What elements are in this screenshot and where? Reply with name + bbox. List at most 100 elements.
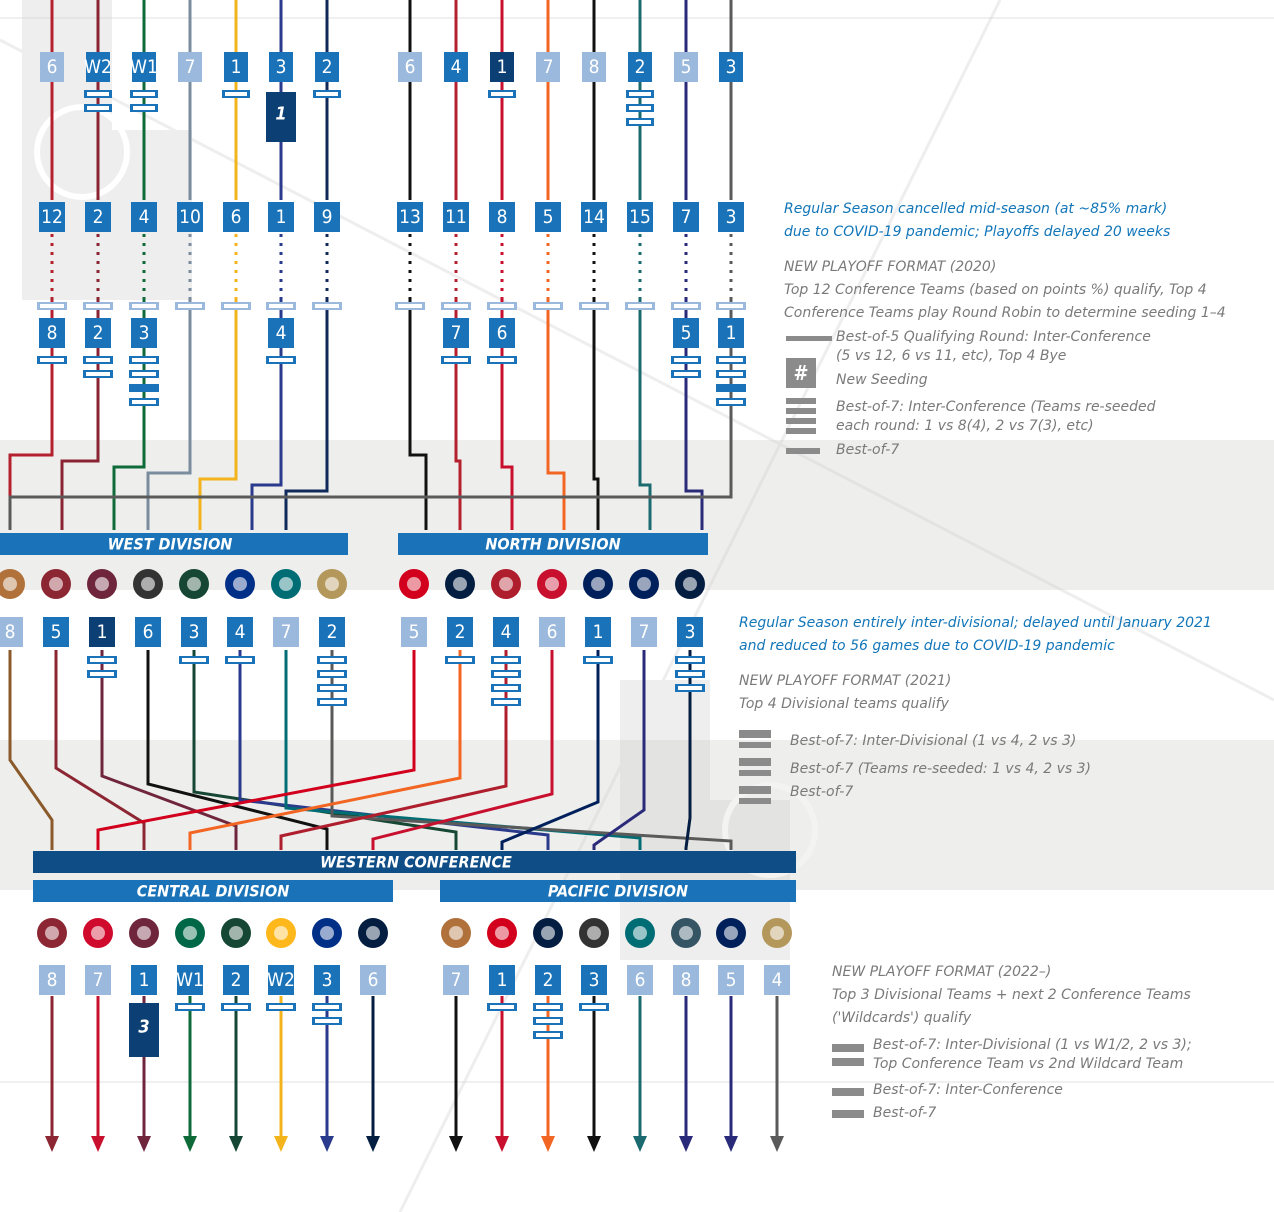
- coyotes-logo-detail: [45, 926, 59, 940]
- pacific22-seed-box: [443, 965, 469, 995]
- kraken-logo-detail: [679, 926, 693, 940]
- reseed-box: [718, 318, 744, 348]
- reseed-bar-inner: [224, 304, 248, 308]
- sharks-logo-detail: [633, 926, 647, 940]
- reseed-bar-inner: [132, 304, 156, 308]
- seed-label-2020: 2: [322, 56, 333, 78]
- legend-2022-bar: [832, 1110, 864, 1118]
- note-2020-blue-line2: due to COVID-19 pandemic; Playoffs delay…: [784, 224, 1171, 240]
- reseed-bar-inner: [398, 304, 422, 308]
- series-bar-inner: [444, 358, 468, 362]
- predators-logo: [266, 918, 296, 948]
- north21-seed-label: 5: [409, 621, 420, 643]
- jets-logo-detail: [366, 926, 380, 940]
- seed-box-2020: [132, 52, 156, 82]
- team-line-2020-cross: [8, 300, 733, 530]
- canucks-logo: [716, 918, 746, 948]
- reseed-box: [489, 318, 515, 348]
- series-bar-inner: [224, 1005, 248, 1009]
- team-line-2020-cross: [284, 300, 329, 530]
- central22-seed-box: [131, 965, 157, 995]
- note-2020-desc1: Top 12 Conference Teams (based on points…: [784, 282, 1207, 298]
- legend-2021-bar: [739, 742, 771, 748]
- kraken-logo: [671, 918, 701, 948]
- seed-box-2020: [674, 52, 698, 82]
- series-bar-inner: [678, 672, 702, 676]
- note-2020-title: NEW PLAYOFF FORMAT (2020): [784, 259, 997, 275]
- series-bar-inner: [536, 1005, 560, 1009]
- west21-seed-box: [319, 617, 345, 647]
- jets-logo: [358, 918, 388, 948]
- flames-logo-detail: [407, 577, 421, 591]
- seed-box-2020: [628, 52, 652, 82]
- central22-seed-box: [223, 965, 249, 995]
- arrowhead: [91, 1136, 105, 1152]
- seed-box-2020: [86, 52, 110, 82]
- rank-box-2020: [85, 202, 111, 232]
- team-line-2021: [96, 650, 416, 850]
- series-bar-inner: [132, 400, 156, 404]
- north21-seed-label: 6: [547, 621, 558, 643]
- seed-box-2020: [178, 52, 202, 82]
- series-bar-inner: [678, 686, 702, 690]
- wild-logo: [221, 918, 251, 948]
- reseed-bar-inner: [86, 304, 110, 308]
- legend-2020-reseeded-line1: Best-of-7: Inter-Conference (Teams re-se…: [836, 399, 1156, 415]
- rank-box-2020: [673, 202, 699, 232]
- arrowhead: [679, 1136, 693, 1152]
- series-bar-inner: [536, 1033, 560, 1037]
- legend-2020-new-seeding: New Seeding: [836, 372, 928, 388]
- north21-seed-box: [539, 617, 565, 647]
- rank-box-2020: [535, 202, 561, 232]
- north-division-banner: [398, 533, 708, 555]
- north21-seed-box: [401, 617, 427, 647]
- canucks-logo-detail: [724, 926, 738, 940]
- rank-label-2020: 14: [583, 206, 605, 228]
- west21-seed-label: 6: [143, 621, 154, 643]
- legend-2022-bar: [832, 1088, 864, 1096]
- series-bar-inner: [87, 106, 109, 110]
- seed-label-2020: 1: [231, 56, 242, 78]
- series-bar-inner: [719, 372, 743, 376]
- series-bar-inner: [132, 358, 156, 362]
- seed-label-2020: 4: [451, 56, 462, 78]
- maple-leafs-logo: [583, 569, 613, 599]
- legend-2020-reseed-bar: [786, 428, 816, 434]
- reseed-box: [131, 318, 157, 348]
- team-line-2021: [188, 650, 462, 850]
- arrowhead: [541, 1136, 555, 1152]
- note-2021-blue-line1: Regular Season entirely inter-divisional…: [739, 615, 1212, 631]
- reseed-bar-inner: [628, 304, 652, 308]
- blues-logo: [225, 569, 255, 599]
- note-2020-format: NEW PLAYOFF FORMAT (2020) Top 12 Confere…: [784, 256, 1226, 325]
- canadiens-logo-detail: [499, 577, 513, 591]
- pacific22-seed-box: [718, 965, 744, 995]
- series-bar-inner: [316, 92, 338, 96]
- series-bar-inner: [269, 1005, 293, 1009]
- team-line-2021: [684, 650, 692, 850]
- rank-box-2020: [489, 202, 515, 232]
- series-bar-inner: [320, 686, 344, 690]
- seed-box-2020: [224, 52, 248, 82]
- west21-seed-label: 7: [281, 621, 292, 643]
- coyotes-logo: [37, 918, 67, 948]
- team-line-2020-cross: [638, 300, 652, 530]
- pacific22-seed-label: 4: [772, 969, 783, 991]
- legend-2020-best-of-7: Best-of-7: [836, 442, 900, 458]
- seed-box-2020: [315, 52, 339, 82]
- rank-box-2020: [397, 202, 423, 232]
- north21-seed-box: [493, 617, 519, 647]
- kings-logo-detail: [141, 577, 155, 591]
- rank-label-2020: 3: [726, 206, 737, 228]
- team-line-2021: [54, 650, 146, 850]
- arrowhead: [320, 1136, 334, 1152]
- north21-seed-box: [585, 617, 611, 647]
- series-bar-inner: [674, 358, 698, 362]
- team-line-2021: [371, 650, 554, 850]
- team-line-2021: [279, 650, 508, 850]
- rank-label-2020: 8: [497, 206, 508, 228]
- west21-seed-label: 8: [5, 621, 16, 643]
- reseed-box: [268, 318, 294, 348]
- rank-label-2020: 5: [543, 206, 554, 228]
